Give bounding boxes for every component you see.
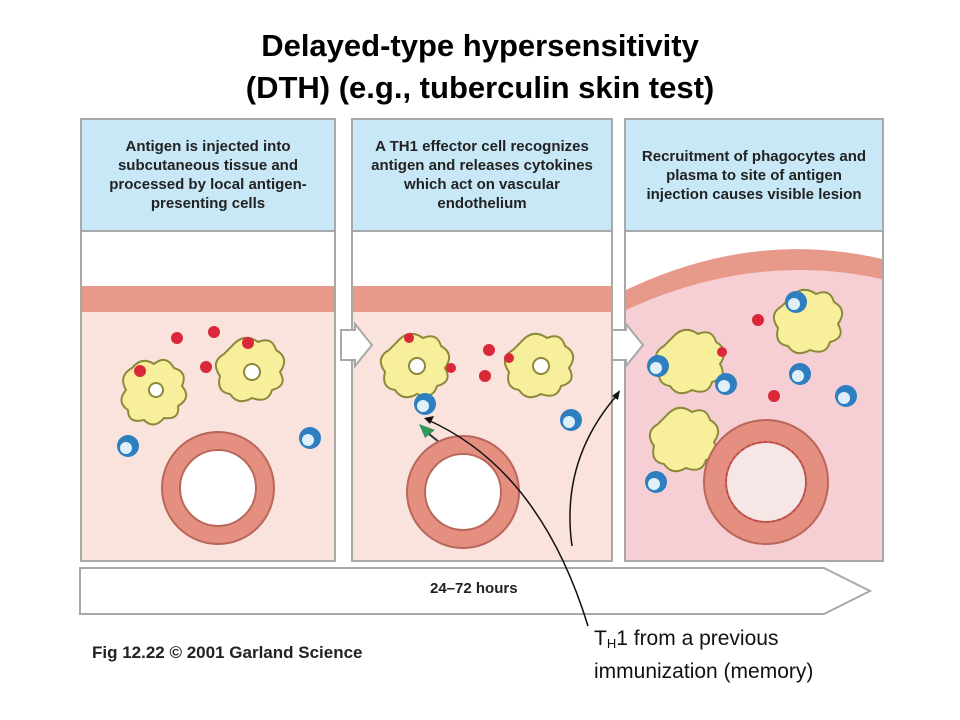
timeline-label: 24–72 hours <box>430 580 518 597</box>
panel-1-skin-layer <box>82 286 334 312</box>
annotation-line-1: TH1 from a previous <box>594 625 813 658</box>
blood-vessel <box>406 435 520 549</box>
memory-pointer-line-1 <box>427 419 589 627</box>
inflamed-blood-vessel <box>703 419 829 545</box>
t-cells <box>645 291 857 493</box>
annotation-t: T <box>594 627 607 650</box>
annotation-rest: 1 from a previous <box>616 627 779 650</box>
panel-lesion: Recruitment of phagocytes and plasma to … <box>624 118 884 562</box>
antigen-particles <box>717 314 780 402</box>
annotation-subscript: H <box>606 636 617 651</box>
panel-arrow-1 <box>340 321 374 369</box>
memory-pointer-head-2 <box>612 390 620 400</box>
t-cells <box>414 393 582 431</box>
title-line-1: Delayed-type hypersensitivity <box>261 28 699 63</box>
memory-pointer-head-1 <box>424 416 434 424</box>
panel-1-surface <box>82 232 334 288</box>
timeline-arrow <box>79 567 873 615</box>
panel-th1-recognition: A TH1 effector cell recognizes antigen a… <box>351 118 613 562</box>
swollen-skin-layer <box>626 232 882 290</box>
panel-2-illustration <box>379 332 582 549</box>
antigen-presenting-cell <box>379 332 575 399</box>
panel-antigen-injection: Antigen is injected into subcutaneous ti… <box>80 118 336 562</box>
memory-pointer-line-2 <box>569 393 619 547</box>
memory-cell-annotation: TH1 from a previous immunization (memory… <box>594 625 813 686</box>
blood-vessel <box>161 431 275 545</box>
figure-credit: Fig 12.22 © 2001 Garland Science <box>92 643 363 662</box>
panel-arrow-2 <box>611 321 645 369</box>
panel-1-illustration <box>117 326 321 545</box>
panel-2-surface <box>353 232 611 288</box>
title-line-2: (DTH) (e.g., tuberculin skin test) <box>245 70 715 105</box>
antigen-particles <box>134 326 254 377</box>
panel-1-caption: Antigen is injected into subcutaneous ti… <box>82 120 334 232</box>
panel-3-illustration <box>626 232 882 545</box>
antigen-particles <box>404 333 514 382</box>
panel-2-skin-layer <box>353 286 611 312</box>
t-cells <box>117 427 321 457</box>
cytokine-signal <box>419 424 435 438</box>
panel-2-caption: A TH1 effector cell recognizes antigen a… <box>353 120 611 232</box>
annotation-line-2: immunization (memory) <box>594 660 814 683</box>
panel-3-caption: Recruitment of phagocytes and plasma to … <box>626 120 882 232</box>
